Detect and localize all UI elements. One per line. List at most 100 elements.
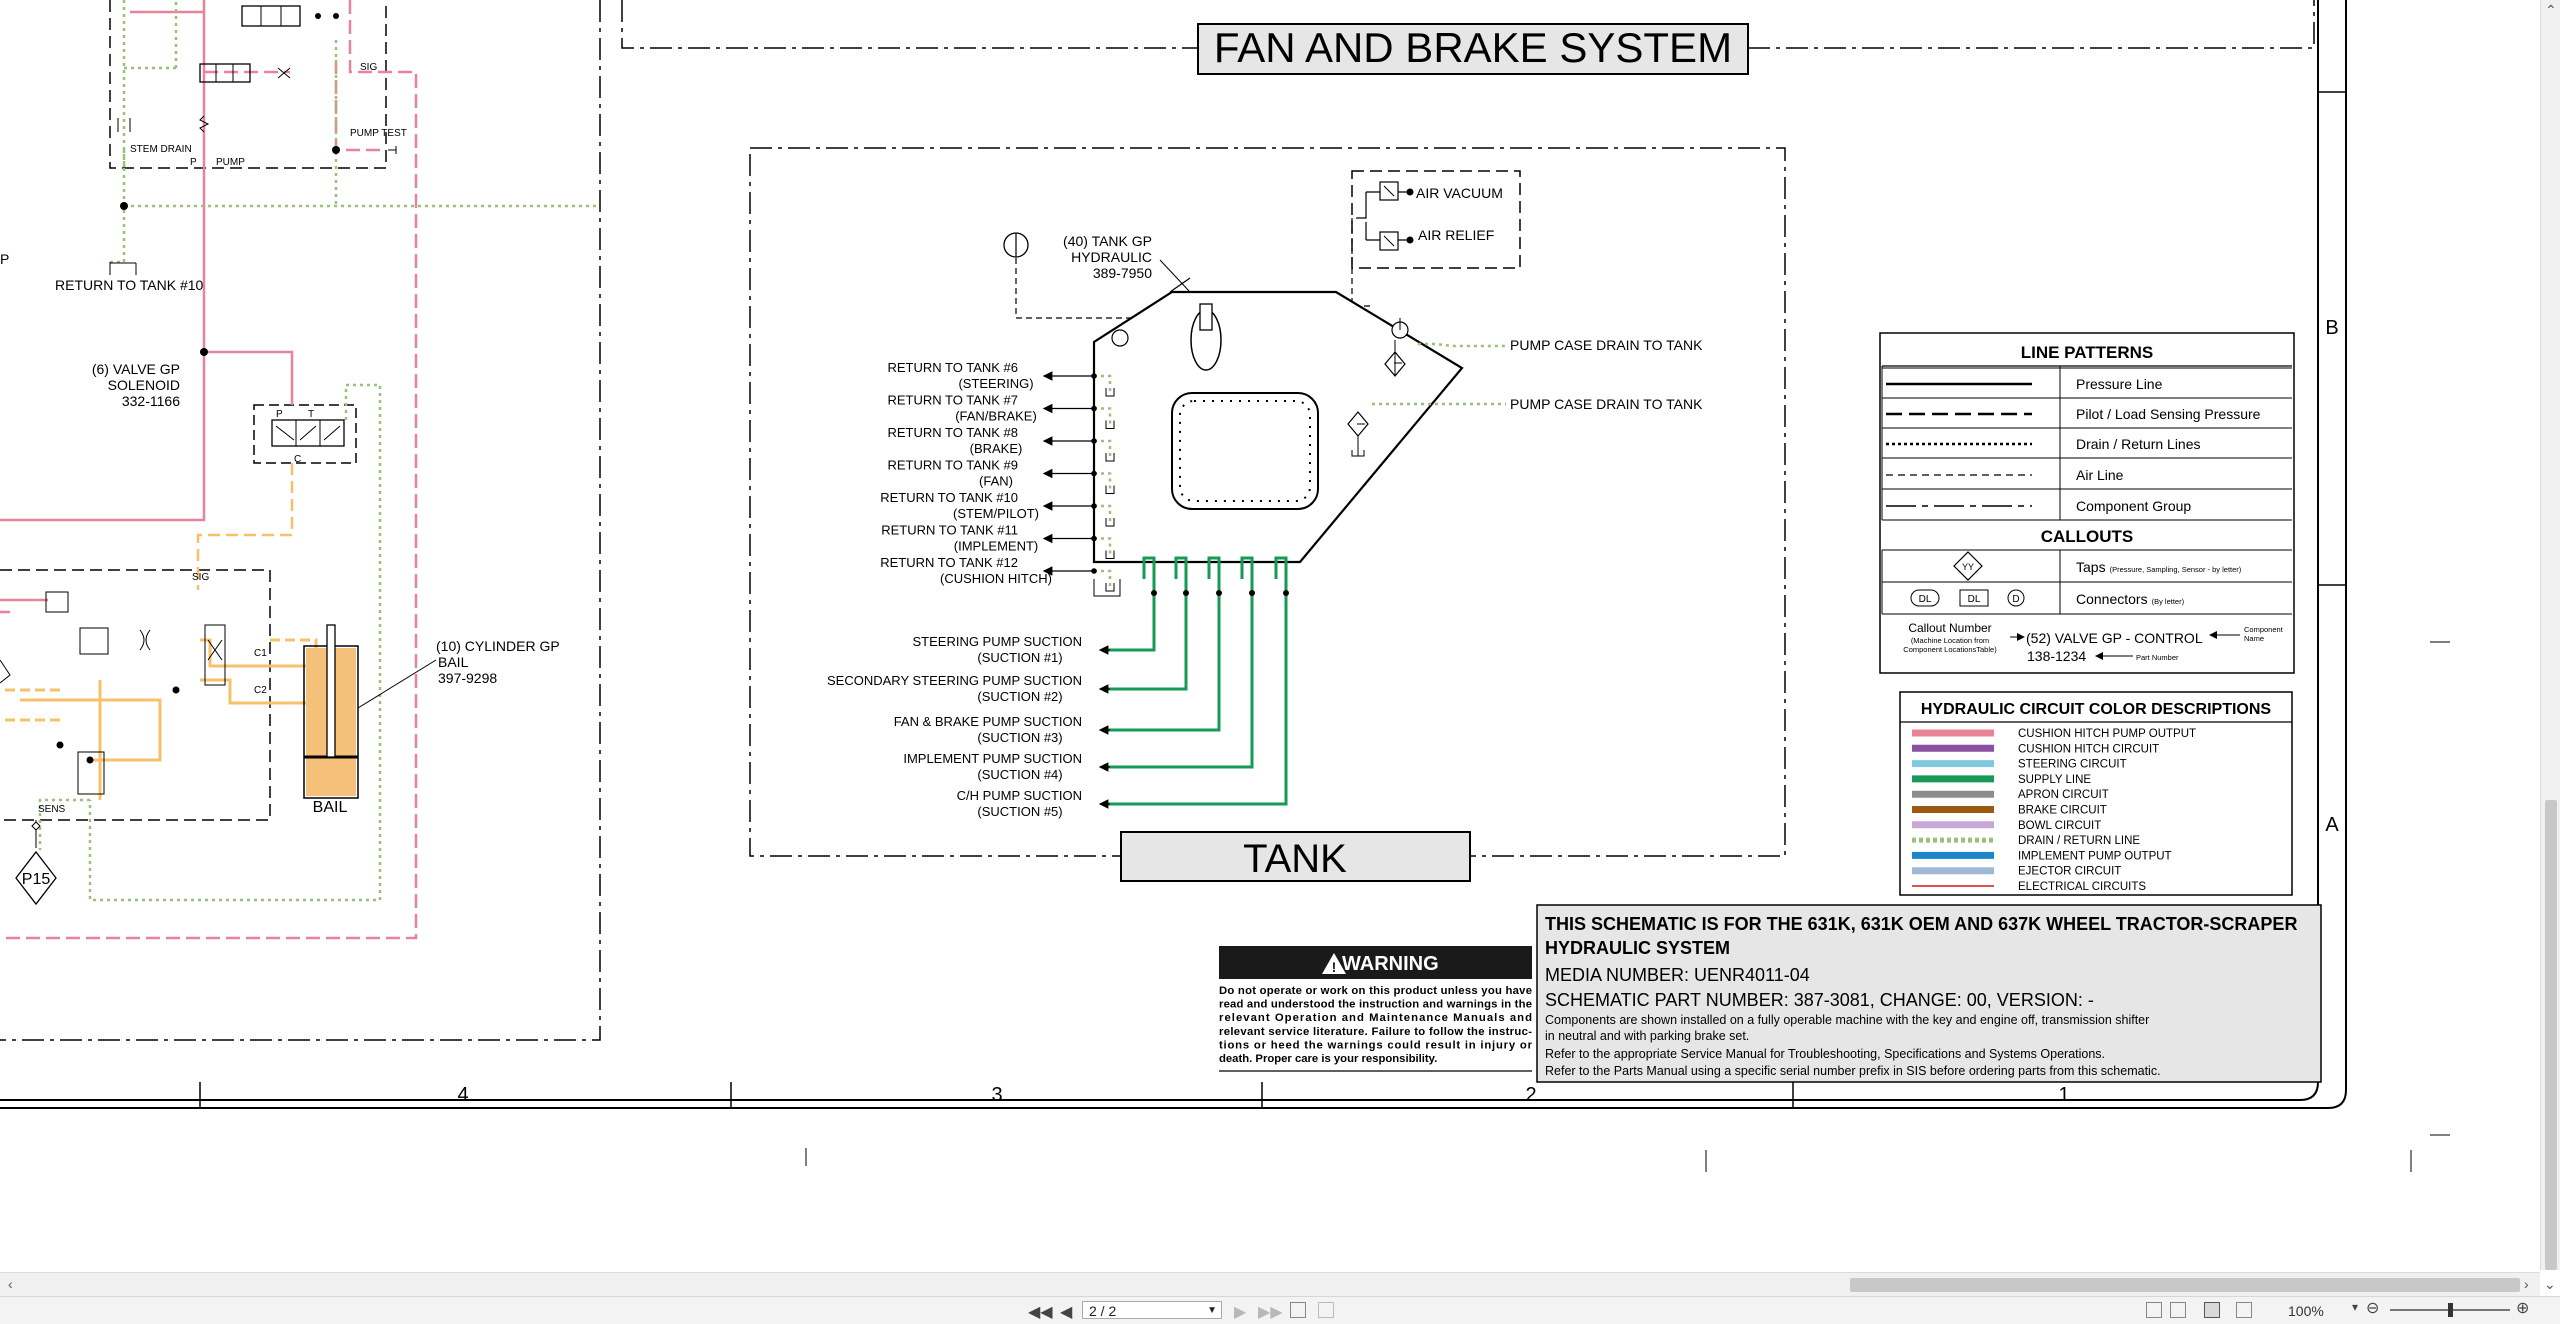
- suction-line: [1102, 593, 1188, 691]
- zoom-slider-handle[interactable]: [2448, 1303, 2453, 1317]
- sens-label: SENS: [38, 804, 66, 815]
- page-number-field[interactable]: 2 / 2 ▼: [1082, 1301, 1222, 1319]
- callout-note-1: (Machine Location from: [1911, 636, 1989, 645]
- warning-line: Do not operate or work on this product u…: [1219, 985, 1532, 997]
- last-page-icon[interactable]: ▶▶: [1258, 1304, 1283, 1321]
- tank-gp-label-2: HYDRAULIC: [1071, 249, 1152, 265]
- warning-line: death. Proper care is your responsibilit…: [1219, 1053, 1437, 1065]
- return-port-symbol: [1105, 453, 1115, 462]
- component-name-1: Component: [2244, 625, 2284, 634]
- vertical-scroll-thumb[interactable]: [2545, 800, 2557, 1270]
- zone-col-1: 1: [2058, 1084, 2069, 1106]
- fan-brake-title: FAN AND BRAKE SYSTEM: [1214, 24, 1732, 71]
- info-note-1: Components are shown installed on a full…: [1545, 1013, 2149, 1027]
- valve-t-port: T: [308, 409, 314, 420]
- continuous-view-icon[interactable]: [2170, 1302, 2186, 1318]
- color-desc-title: HYDRAULIC CIRCUIT COLOR DESCRIPTIONS: [1921, 701, 2272, 718]
- color-desc-label: BRAKE CIRCUIT: [2018, 805, 2107, 817]
- warning-triangle-icon: [1322, 953, 1346, 974]
- zoom-dropdown-icon[interactable]: ▾: [2352, 1300, 2359, 1314]
- valve6-label-1: (6) VALVE GP: [92, 361, 180, 377]
- color-desc-label: ELECTRICAL CIRCUITS: [2018, 881, 2146, 893]
- color-desc-label: IMPLEMENT PUMP OUTPUT: [2018, 850, 2172, 862]
- scroll-left-icon[interactable]: ‹: [8, 1276, 13, 1292]
- c2-port: C2: [254, 685, 267, 696]
- scroll-down-icon[interactable]: ⌄: [2544, 1276, 2556, 1292]
- info-box: [1536, 904, 2322, 1083]
- color-desc-rows: CUSHION HITCH PUMP OUTPUT CUSHION HITCH C…: [1912, 728, 2196, 893]
- info-line-1: THIS SCHEMATIC IS FOR THE 631K, 631K OEM…: [1545, 914, 2297, 934]
- tank-gp-label-3: 389-7950: [1093, 265, 1152, 281]
- fan-brake-group-border: [621, 0, 2315, 49]
- return-junction: [1091, 438, 1097, 444]
- zoom-level[interactable]: 100%: [2288, 1303, 2324, 1319]
- color-desc-label: DRAIN / RETURN LINE: [2018, 835, 2140, 847]
- horizontal-scroll-thumb[interactable]: [1850, 1278, 2520, 1292]
- return-line: [1094, 537, 1112, 557]
- return-sublabel: (STEM/PILOT): [953, 506, 1039, 521]
- warning-exclaim: !: [1332, 959, 1337, 975]
- color-desc-label: CUSHION HITCH CIRCUIT: [2018, 743, 2159, 755]
- legend-component-group: Component Group: [2076, 498, 2191, 514]
- zone-col-4: 4: [457, 1084, 468, 1106]
- suction-sublabel: (SUCTION #3): [977, 730, 1062, 745]
- taps-label: Taps(Pressure, Sampling, Sensor - by let…: [2076, 559, 2242, 575]
- callout-note-2: Component LocationsTable): [1903, 645, 1997, 654]
- tank-title-box: [1120, 831, 1471, 882]
- air-relief-label: AIR RELIEF: [1418, 227, 1494, 243]
- return-sublabel: (BRAKE): [970, 441, 1023, 456]
- tank-title: TANK: [1243, 837, 1347, 881]
- return-sublabel: (FAN): [979, 474, 1013, 489]
- info-note-3: Refer to the appropriate Service Manual …: [1545, 1047, 2105, 1061]
- return-junction: [1091, 535, 1097, 542]
- two-page-view-icon[interactable]: [2204, 1302, 2220, 1318]
- warning-text: Do not operate or work on this product u…: [1219, 985, 1533, 1065]
- suction-junction: [1151, 590, 1157, 596]
- return-label: RETURN TO TANK #11: [881, 523, 1018, 538]
- copy-icon[interactable]: [1290, 1302, 1306, 1318]
- scroll-right-icon[interactable]: ›: [2524, 1276, 2529, 1292]
- scroll-up-icon[interactable]: ⌃: [2545, 2, 2557, 18]
- horizontal-scrollbar[interactable]: ‹ › ⌄: [0, 1272, 2556, 1297]
- next-page-icon[interactable]: ▶: [1234, 1304, 1247, 1321]
- return-sublabel: (FAN/BRAKE): [955, 409, 1037, 424]
- paste-icon[interactable]: [1318, 1302, 1334, 1318]
- chevron-down-icon[interactable]: ▼: [1207, 1305, 1217, 1316]
- valve6-label-2: SOLENOID: [108, 377, 180, 393]
- warning-header: [1219, 946, 1532, 979]
- suction-junction: [1216, 590, 1222, 596]
- callout-number-label: Callout Number: [1908, 621, 1991, 635]
- single-page-view-icon[interactable]: [2146, 1302, 2162, 1318]
- return-line: [1094, 407, 1112, 427]
- cylinder-label-2: BAIL: [438, 654, 469, 670]
- return-junction: [1091, 405, 1097, 412]
- dl2-symbol: DL: [1968, 594, 1981, 605]
- legend-pressure-line: Pressure Line: [2076, 376, 2163, 392]
- zoom-out-icon[interactable]: ⊖: [2366, 1300, 2380, 1317]
- color-desc-label: CUSHION HITCH PUMP OUTPUT: [2018, 728, 2196, 740]
- line-patterns-legend: [1879, 332, 2295, 674]
- suction-junction: [1249, 590, 1255, 596]
- color-desc-label: SUPPLY LINE: [2018, 774, 2091, 786]
- first-page-icon[interactable]: ◀◀: [1028, 1304, 1053, 1321]
- fan-brake-title-box: [1197, 23, 1749, 75]
- suction-line: [1102, 593, 1288, 806]
- zoom-in-icon[interactable]: ⊕: [2516, 1300, 2530, 1317]
- return-sublabel: (CUSHION HITCH): [940, 571, 1052, 586]
- color-desc-label: APRON CIRCUIT: [2018, 789, 2109, 801]
- pump-label: PUMP: [216, 157, 245, 168]
- cut-p-label: P: [0, 251, 9, 267]
- fit-width-icon[interactable]: [2236, 1302, 2252, 1318]
- zone-row-a: A: [2325, 814, 2339, 836]
- pump-test-label: PUMP TEST: [350, 128, 407, 139]
- return-line: [1094, 569, 1112, 589]
- return-label: RETURN TO TANK #9: [887, 458, 1018, 473]
- previous-page-icon[interactable]: ◀: [1060, 1304, 1073, 1321]
- schematic-drawing: 4 3 2 1 B A FAN AND BRAKE SYSTEM: [0, 0, 2450, 1172]
- air-vacuum-label: AIR VACUUM: [1416, 185, 1503, 201]
- valve6-label-3: 332-1166: [122, 393, 180, 409]
- return-junction: [1091, 568, 1097, 574]
- vertical-scrollbar[interactable]: ⌃: [2540, 0, 2560, 1270]
- suction-line: [1102, 593, 1254, 769]
- suction-sublabel: (SUCTION #4): [977, 767, 1062, 782]
